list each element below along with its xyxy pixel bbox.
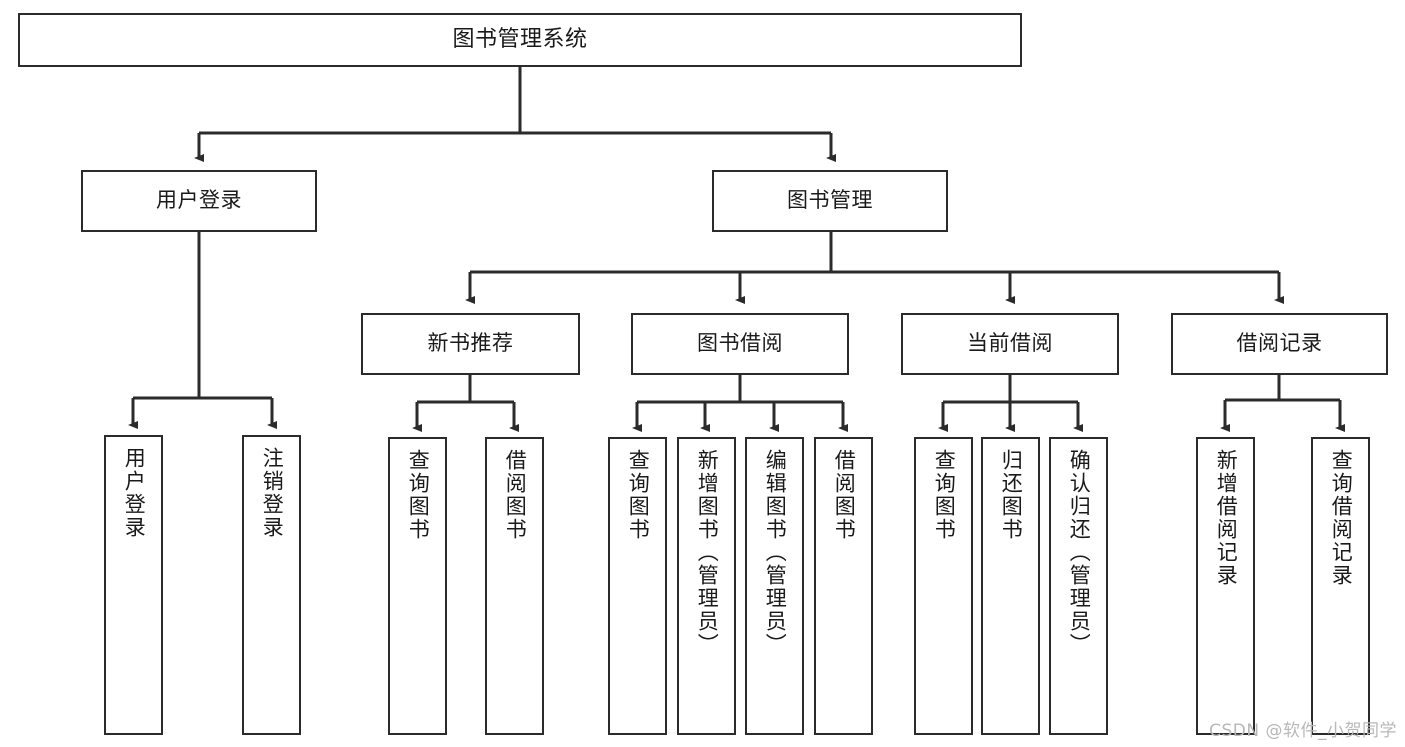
node-book-borrow[interactable]: 图书借阅: [631, 313, 849, 375]
node-label: 借阅记录: [1236, 331, 1323, 356]
node-current-borrow[interactable]: 当前借阅: [901, 313, 1119, 375]
leaf-current-borrow-return[interactable]: 归还图书: [981, 437, 1040, 735]
leaf-current-borrow-confirm-return[interactable]: 确认归还（管理员）: [1049, 437, 1108, 735]
node-label: 注销登录: [260, 447, 285, 539]
leaf-user-login-signin[interactable]: 用户登录: [104, 435, 163, 735]
node-label: 归还图书: [999, 449, 1024, 541]
node-label: 编辑图书（管理员）: [763, 449, 788, 656]
leaf-new-book-borrow[interactable]: 借阅图书: [485, 437, 544, 735]
leaf-current-borrow-query[interactable]: 查询图书: [914, 437, 973, 735]
node-borrow-record[interactable]: 借阅记录: [1171, 313, 1388, 375]
node-label: 查询图书: [932, 449, 957, 541]
leaf-user-login-signout[interactable]: 注销登录: [242, 435, 301, 735]
node-label: 图书借阅: [697, 331, 783, 356]
node-user-login[interactable]: 用户登录: [81, 170, 317, 232]
node-label: 图书管理系统: [452, 26, 588, 52]
node-label: 查询图书: [626, 449, 651, 541]
node-label: 新增借阅记录: [1214, 449, 1239, 587]
node-label: 新增图书（管理员）: [695, 449, 720, 656]
node-book-management[interactable]: 图书管理: [712, 170, 948, 232]
node-new-book-recommend[interactable]: 新书推荐: [361, 313, 580, 375]
node-label: 当前借阅: [967, 331, 1053, 356]
leaf-book-borrow-query[interactable]: 查询图书: [608, 437, 667, 735]
node-label: 用户登录: [122, 447, 147, 539]
node-label: 借阅图书: [832, 449, 857, 541]
leaf-book-borrow-edit[interactable]: 编辑图书（管理员）: [745, 437, 804, 735]
node-label: 查询图书: [406, 449, 431, 541]
leaf-new-book-query[interactable]: 查询图书: [388, 437, 447, 735]
leaf-book-borrow-add[interactable]: 新增图书（管理员）: [677, 437, 736, 735]
leaf-borrow-record-add[interactable]: 新增借阅记录: [1196, 437, 1255, 735]
node-label: 确认归还（管理员）: [1067, 449, 1092, 656]
leaf-book-borrow-borrow[interactable]: 借阅图书: [814, 437, 873, 735]
node-label: 图书管理: [787, 188, 873, 213]
node-root-system[interactable]: 图书管理系统: [18, 13, 1022, 67]
node-label: 借阅图书: [503, 449, 528, 541]
node-label: 用户登录: [156, 188, 242, 213]
node-label: 查询借阅记录: [1329, 449, 1354, 587]
leaf-borrow-record-query[interactable]: 查询借阅记录: [1311, 437, 1370, 735]
node-label: 新书推荐: [427, 331, 514, 356]
